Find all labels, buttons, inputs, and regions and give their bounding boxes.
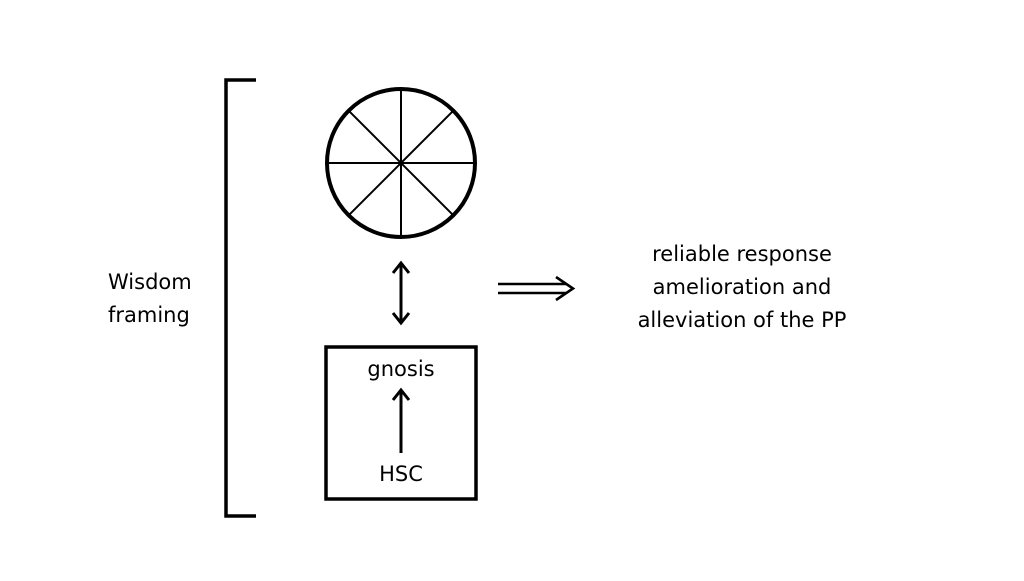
wheel-spokes [327,89,475,237]
wisdom-framing-bracket [224,78,256,518]
outcome-line-2: amelioration and [652,275,832,299]
dharma-wheel-icon [325,87,477,239]
gnosis-hsc-box [324,345,478,501]
outcome-line-3: alleviation of the PP [637,308,847,332]
outcome-label: reliable response amelioration and allev… [626,238,858,337]
implies-arrow-icon [498,275,576,302]
wisdom-framing-label: Wisdom framing [108,266,192,332]
wisdom-framing-line-2: framing [108,303,190,327]
gnosis-label: gnosis [367,357,435,381]
up-arrow-icon [391,387,411,453]
wisdom-framing-line-1: Wisdom [108,270,192,294]
outcome-line-1: reliable response [652,242,832,266]
hsc-label: HSC [379,462,423,486]
bidirectional-arrow-icon [391,260,411,326]
wheel-spoke [347,109,455,217]
